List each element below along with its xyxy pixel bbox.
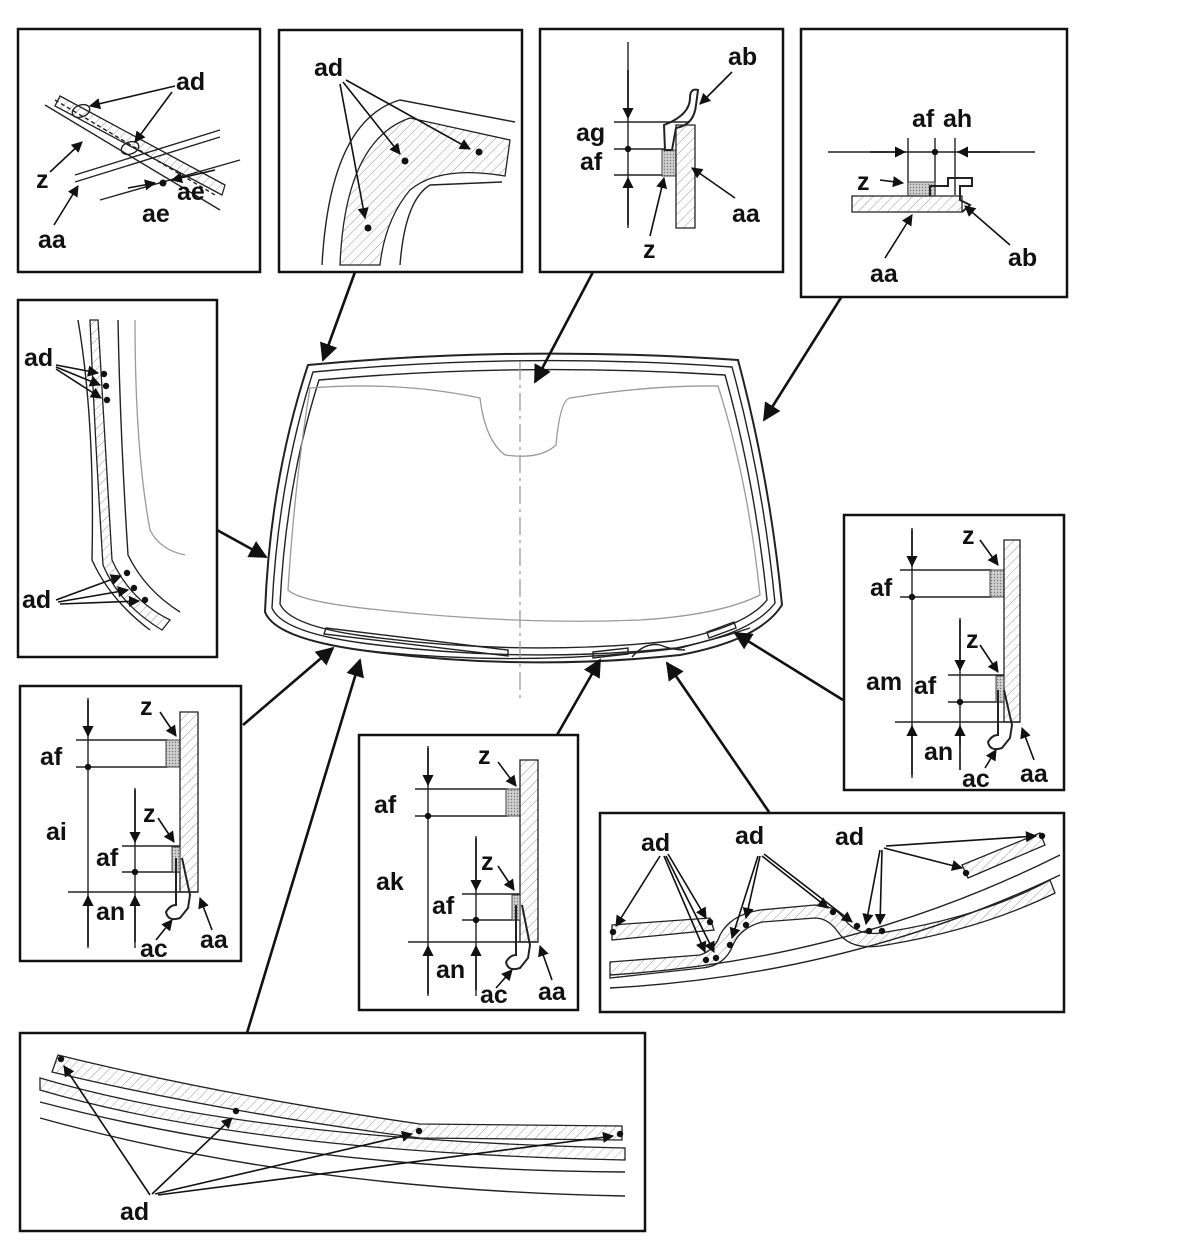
label-aa: aa xyxy=(38,226,67,254)
label-af: af xyxy=(432,892,455,920)
windshield-outline xyxy=(263,352,784,700)
inset-side-section: af ah z ab aa xyxy=(799,27,1069,299)
label-ad: ad xyxy=(641,829,670,857)
label-af: af xyxy=(914,672,937,700)
label-ad: ad xyxy=(835,823,864,851)
label-aa: aa xyxy=(538,978,567,1006)
label-ad: ad xyxy=(735,822,764,850)
inset-lower-edge-spacers: ad xyxy=(18,1031,647,1233)
label-aa: aa xyxy=(870,260,899,288)
label-ag: ag xyxy=(576,119,605,147)
inset-top-center-section: ab ag af aa z xyxy=(538,27,785,274)
label-af: af xyxy=(40,743,63,771)
label-z: z xyxy=(143,800,156,828)
label-aa: aa xyxy=(1020,760,1049,788)
inset-lower-right-section: z af z am af an aa ac xyxy=(842,513,1066,793)
label-ac: ac xyxy=(480,981,508,1009)
label-z: z xyxy=(140,693,153,721)
inset-left-pillar: ad ad xyxy=(16,298,219,659)
label-af: af xyxy=(912,105,935,133)
label-ad: ad xyxy=(24,344,53,372)
label-ab: ab xyxy=(1008,244,1037,272)
label-ab: ab xyxy=(728,43,757,71)
label-z: z xyxy=(643,236,656,264)
label-ac: ac xyxy=(140,935,168,963)
label-an: an xyxy=(436,956,465,984)
label-z: z xyxy=(962,522,975,550)
label-z: z xyxy=(481,848,494,876)
label-af: af xyxy=(374,791,397,819)
inset-upper-corner-curve: ad xyxy=(277,28,524,274)
label-an: an xyxy=(96,898,125,926)
label-z: z xyxy=(478,742,491,770)
inset-cowl-spacers: ad ad ad xyxy=(598,811,1066,1014)
label-ak: ak xyxy=(376,868,404,896)
label-ah: ah xyxy=(943,105,972,133)
label-am: am xyxy=(866,668,902,696)
label-aa: aa xyxy=(200,926,229,954)
inset-lower-left-section: z af z ai af an aa ac xyxy=(18,684,243,963)
label-aa: aa xyxy=(732,200,761,228)
label-ae: ae xyxy=(142,200,170,228)
label-ac: ac xyxy=(962,765,990,793)
label-z: z xyxy=(966,626,979,654)
label-ad: ad xyxy=(120,1198,149,1226)
label-an: an xyxy=(924,738,953,766)
leader-lines xyxy=(216,271,844,1034)
label-ad: ad xyxy=(176,68,205,96)
label-af: af xyxy=(580,148,603,176)
label-z: z xyxy=(857,168,870,196)
label-af: af xyxy=(870,574,893,602)
label-ad: ad xyxy=(22,586,51,614)
inset-upper-corner-spacers: ad z ae ae aa xyxy=(16,27,262,274)
label-ae: ae xyxy=(177,178,205,206)
inset-lower-center-section: z af z ak af an aa ac xyxy=(357,733,580,1012)
label-af: af xyxy=(96,844,119,872)
label-ai: ai xyxy=(46,818,67,846)
label-z: z xyxy=(36,166,49,194)
label-ad: ad xyxy=(314,54,343,82)
